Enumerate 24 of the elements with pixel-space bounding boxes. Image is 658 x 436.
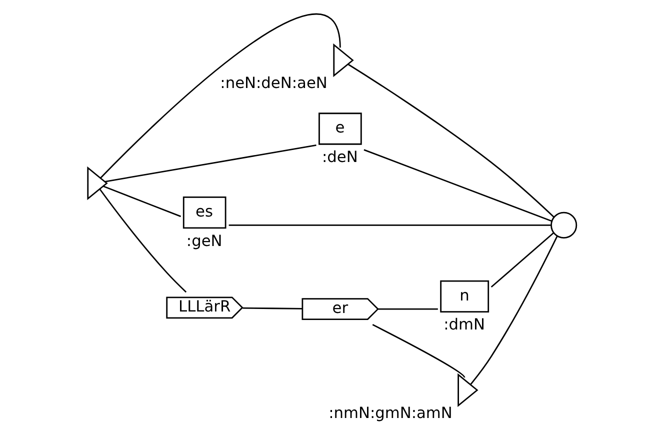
- node-box: es: [182, 196, 226, 229]
- node-label: :dmN: [444, 316, 486, 334]
- node-triangle: [87, 166, 108, 200]
- connector: [348, 64, 554, 218]
- node-circle: [550, 212, 578, 238]
- connector: [103, 186, 182, 218]
- node-box: n: [440, 280, 490, 313]
- connector: [490, 232, 554, 288]
- connector: [470, 236, 558, 386]
- node-triangle: [333, 43, 354, 78]
- node-label: :geN: [186, 232, 222, 250]
- connector: [228, 224, 551, 226]
- node-label: :neN:deN:aeN: [220, 74, 328, 92]
- node-triangle: [458, 373, 478, 407]
- connector: [100, 14, 341, 178]
- connector: [242, 307, 302, 310]
- node-label: :deN: [322, 148, 358, 166]
- connector: [372, 324, 466, 378]
- connector: [378, 308, 438, 310]
- connector: [364, 149, 552, 222]
- node-box: e: [318, 112, 362, 145]
- connector: [104, 144, 316, 182]
- connector: [99, 188, 187, 293]
- node-label: :nmN:gmN:amN: [328, 404, 452, 422]
